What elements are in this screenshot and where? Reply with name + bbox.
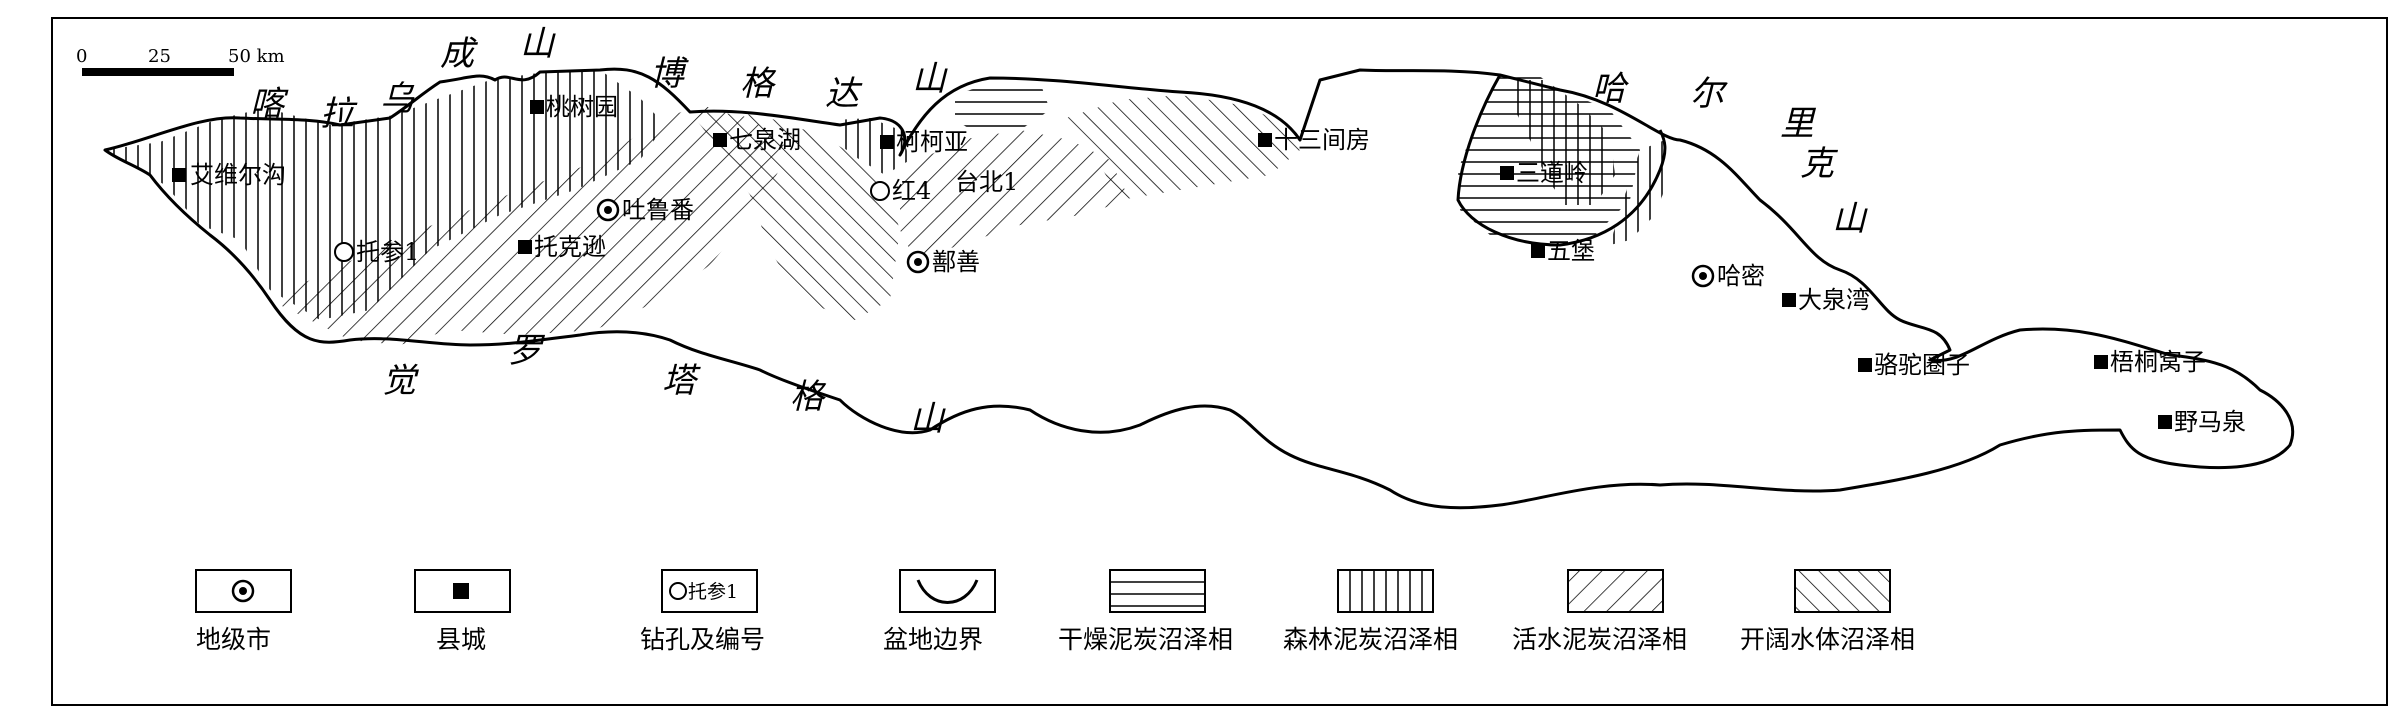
mtn-haerlike-3: 里 bbox=[1780, 104, 1817, 144]
city-tulufan: 吐鲁番 bbox=[596, 196, 694, 224]
legend: 地级市 县城 托参1 钻孔及编号 盆地边界 干燥泥炭沼泽相 森林泥炭沼泽相 bbox=[195, 569, 1915, 654]
svg-text:托参1: 托参1 bbox=[356, 238, 419, 266]
well-tuocan1: 托参1 bbox=[334, 238, 419, 266]
facies-zones bbox=[105, 70, 1670, 345]
zone-dry-peat-north bbox=[955, 80, 1050, 135]
zone-flowing-peat-central bbox=[270, 105, 790, 345]
scale-tick-25: 25 bbox=[148, 46, 171, 67]
county-tuokexun: 托克逊 bbox=[518, 233, 606, 261]
svg-text:柯柯亚: 柯柯亚 bbox=[896, 128, 968, 156]
legend-label-county: 县城 bbox=[436, 625, 486, 654]
legend-label-dry-peat: 干燥泥炭沼泽相 bbox=[1058, 625, 1233, 654]
mtn-jueluotage-4: 格 bbox=[790, 377, 827, 417]
mtn-haerlike-1: 哈 bbox=[1592, 69, 1629, 109]
zone-forest-peat-sandaoling bbox=[1510, 80, 1615, 205]
boundary-sandaoling-inner bbox=[1456, 74, 1667, 247]
legend-label-well: 钻孔及编号 bbox=[640, 625, 765, 654]
mtn-bogeda-3: 达 bbox=[825, 74, 863, 114]
legend-item-county: 县城 bbox=[414, 569, 511, 654]
legend-sample-well: 托参1 bbox=[688, 581, 738, 603]
svg-text:梧桐窝子: 梧桐窝子 bbox=[2110, 348, 2206, 376]
mtn-bogeda-4: 山 bbox=[912, 59, 948, 99]
zone-forest-peat-west bbox=[105, 70, 665, 320]
mountain-labels: 喀 拉 乌 成 山 博 格 达 山 哈 尔 里 克 山 觉 罗 塔 格 山 bbox=[250, 24, 1868, 439]
city-markers: 吐鲁番 鄯善 哈密 bbox=[596, 196, 1765, 290]
mtn-jueluotage-2: 罗 bbox=[508, 331, 546, 371]
county-wubao: 五堡 bbox=[1531, 237, 1595, 265]
mtn-haerlike-5: 山 bbox=[1832, 199, 1868, 239]
svg-text:五堡: 五堡 bbox=[1547, 237, 1595, 265]
svg-text:七泉湖: 七泉湖 bbox=[729, 126, 801, 154]
mtn-bogeda-1: 博 bbox=[650, 54, 689, 94]
legend-item-flowing-peat: 活水泥炭沼泽相 bbox=[1512, 569, 1687, 654]
svg-text:骆驼圈子: 骆驼圈子 bbox=[1874, 351, 1970, 379]
legend-item-boundary: 盆地边界 bbox=[883, 569, 996, 654]
mtn-haerlike-4: 克 bbox=[1800, 144, 1839, 184]
county-luotuoquanzi: 骆驼圈子 bbox=[1858, 351, 1970, 379]
county-markers: 艾维尔沟 桃树园 七泉湖 柯柯亚 十三间房 托克逊 三道岭 五堡 bbox=[172, 93, 2246, 436]
legend-item-city: 地级市 bbox=[195, 569, 292, 654]
well-markers: 托参1 红4 台北1 bbox=[334, 168, 1018, 266]
mtn-haerlike-2: 尔 bbox=[1690, 74, 1728, 114]
scale-tick-50: 50 km bbox=[228, 46, 285, 67]
city-hami: 哈密 bbox=[1691, 262, 1765, 290]
legend-label-open-water: 开阔水体沼泽相 bbox=[1740, 625, 1915, 654]
svg-text:托克逊: 托克逊 bbox=[534, 233, 606, 261]
county-aiweiergou: 艾维尔沟 bbox=[172, 161, 286, 189]
mtn-kalawucheng-3: 乌 bbox=[380, 79, 415, 119]
mtn-bogeda-2: 格 bbox=[740, 64, 777, 104]
boundary-western-basin bbox=[103, 67, 2295, 510]
svg-text:十三间房: 十三间房 bbox=[1274, 126, 1370, 154]
mtn-kalawucheng-1: 喀 bbox=[250, 84, 289, 124]
svg-text:红4: 红4 bbox=[892, 177, 931, 205]
mtn-kalawucheng-5: 山 bbox=[520, 24, 556, 64]
svg-text:哈密: 哈密 bbox=[1717, 262, 1765, 290]
legend-label-forest-peat: 森林泥炭沼泽相 bbox=[1283, 625, 1458, 654]
mtn-kalawucheng-4: 成 bbox=[440, 34, 479, 74]
basin-boundary bbox=[103, 67, 2295, 510]
county-taoshuyuan: 桃树园 bbox=[530, 93, 618, 121]
county-qiquanhu: 七泉湖 bbox=[713, 126, 801, 154]
well-taibei1: 台北1 bbox=[955, 168, 1018, 196]
legend-label-city: 地级市 bbox=[196, 625, 271, 654]
county-shisanjianfang: 十三间房 bbox=[1258, 126, 1370, 154]
county-kekeya: 柯柯亚 bbox=[880, 128, 968, 156]
svg-text:桃树园: 桃树园 bbox=[546, 93, 618, 121]
well-hong4: 红4 bbox=[870, 177, 931, 205]
legend-label-boundary: 盆地边界 bbox=[883, 625, 983, 654]
svg-text:艾维尔沟: 艾维尔沟 bbox=[190, 161, 286, 189]
county-yemaquan: 野马泉 bbox=[2158, 408, 2246, 436]
city-shanshan: 鄯善 bbox=[906, 248, 980, 276]
legend-item-forest-peat: 森林泥炭沼泽相 bbox=[1283, 569, 1458, 654]
mtn-jueluotage-1: 觉 bbox=[382, 361, 419, 401]
mtn-kalawucheng-2: 拉 bbox=[320, 94, 358, 134]
county-sandaoling: 三道岭 bbox=[1500, 159, 1588, 187]
svg-text:三道岭: 三道岭 bbox=[1516, 159, 1588, 187]
svg-text:台北1: 台北1 bbox=[955, 168, 1018, 196]
zone-open-water-shisanjianfang bbox=[1060, 95, 1300, 200]
mtn-jueluotage-3: 塔 bbox=[662, 361, 701, 401]
county-daquanwan: 大泉湾 bbox=[1782, 286, 1870, 314]
svg-text:吐鲁番: 吐鲁番 bbox=[622, 196, 694, 224]
county-wutongwozi: 梧桐窝子 bbox=[2094, 348, 2206, 376]
mtn-jueluotage-5: 山 bbox=[910, 399, 946, 439]
svg-text:野马泉: 野马泉 bbox=[2174, 408, 2246, 436]
zone-open-water-qiquanhu bbox=[690, 112, 900, 320]
legend-item-open-water: 开阔水体沼泽相 bbox=[1740, 569, 1915, 654]
scale-tick-0: 0 bbox=[76, 46, 87, 67]
scale-bar: 0 25 50 km bbox=[76, 46, 285, 76]
zone-flowing-peat-east bbox=[900, 130, 1130, 260]
svg-text:鄯善: 鄯善 bbox=[932, 248, 980, 276]
legend-label-flowing-peat: 活水泥炭沼泽相 bbox=[1512, 625, 1687, 654]
legend-item-well: 托参1 钻孔及编号 bbox=[640, 569, 765, 654]
legend-item-dry-peat: 干燥泥炭沼泽相 bbox=[1058, 569, 1233, 654]
zone-forest-peat-kekeya bbox=[835, 118, 910, 175]
svg-text:大泉湾: 大泉湾 bbox=[1798, 286, 1870, 314]
